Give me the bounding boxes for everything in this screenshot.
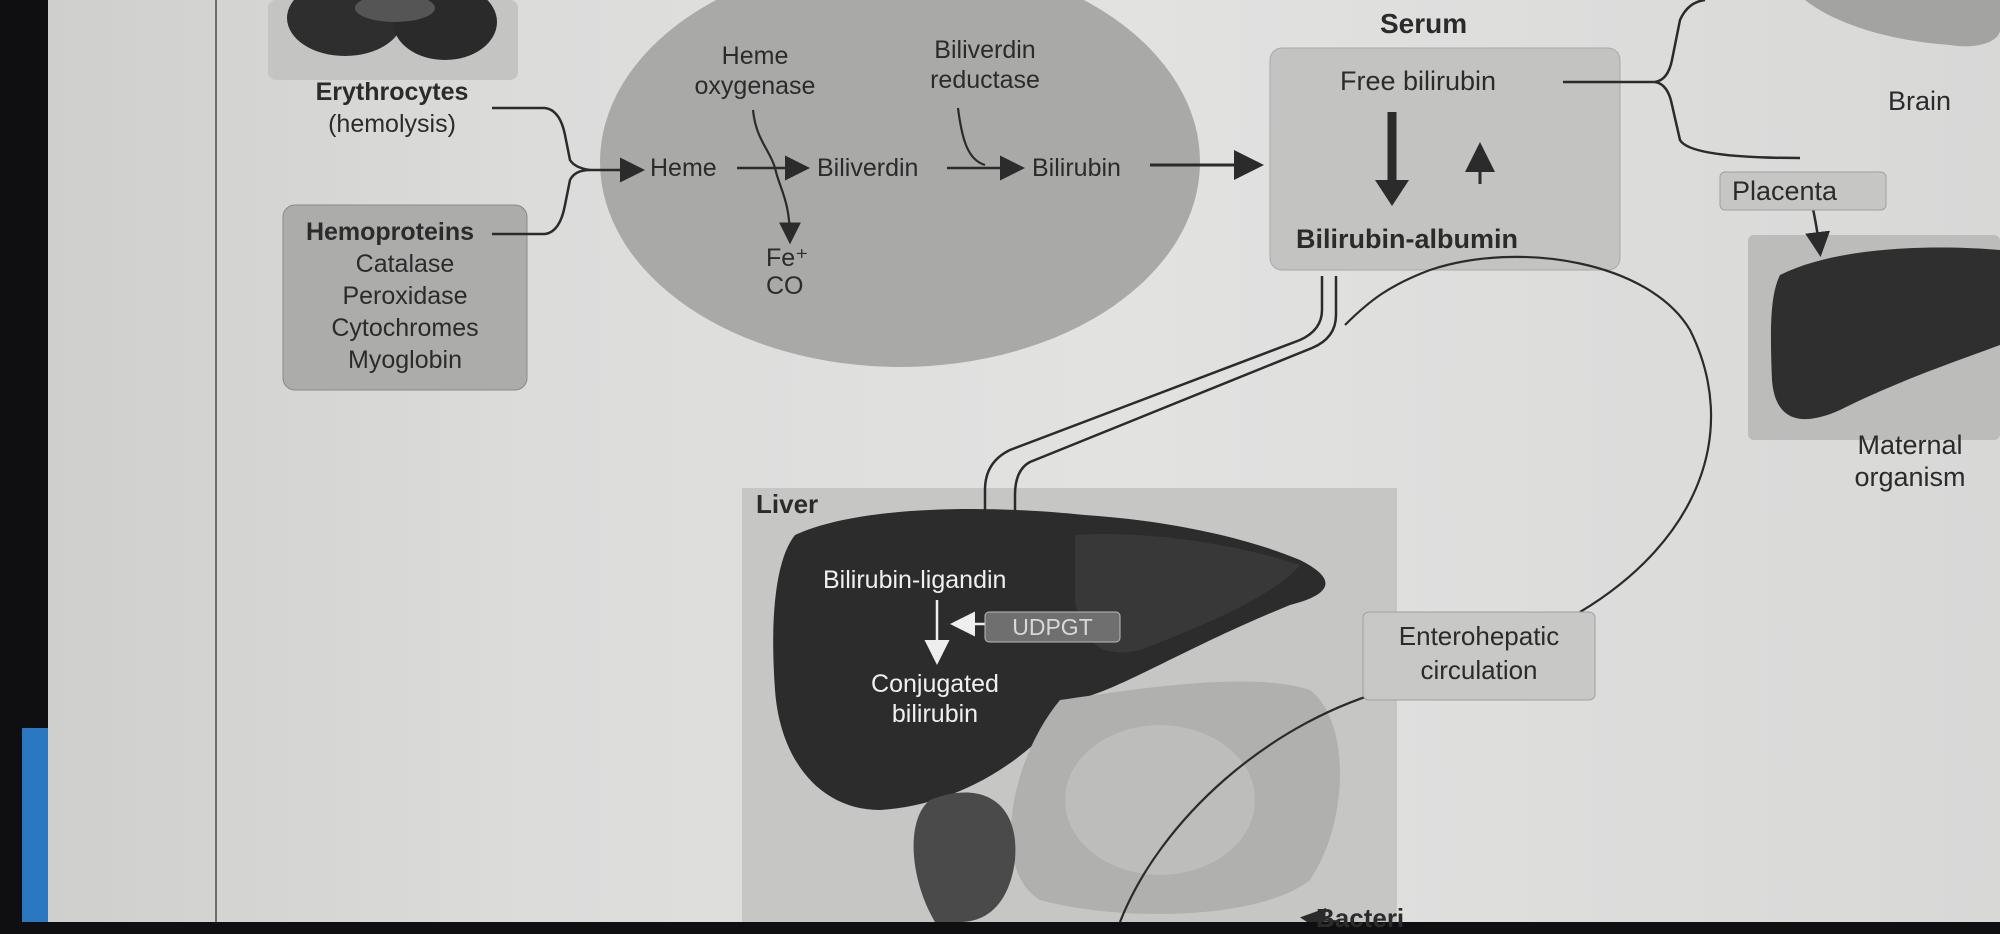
maternal-liver-image: [1748, 235, 2000, 440]
serum-title: Serum: [1380, 8, 1468, 39]
brain-label: Brain: [1888, 86, 1952, 116]
blue-binder-tab: [22, 728, 48, 922]
enterohepatic-box: [1362, 611, 1596, 701]
erythrocyte-image: [268, 0, 518, 80]
maternal-label-1: Maternal: [1857, 430, 1963, 460]
conjugated-label-1: Conjugated: [871, 670, 999, 698]
conjugated-label-2: bilirubin: [891, 700, 979, 728]
hemoproteins-title: Hemoproteins: [305, 218, 475, 246]
heme-oxygenase-label-2: oxygenase: [694, 72, 816, 100]
placenta-box: [1719, 171, 1887, 211]
hemoprotein-item: Peroxidase: [342, 282, 468, 310]
heme-label: Heme: [650, 154, 717, 182]
hemoprotein-item: Myoglobin: [348, 346, 462, 374]
udpgt-box: [984, 611, 1121, 643]
liver-image: [773, 509, 1340, 922]
co-label: CO: [766, 272, 804, 300]
biliverdin-reductase-label-1: Biliverdin: [934, 36, 1036, 64]
bacteria-cutoff-label: Bacteri: [1316, 903, 1405, 933]
brain-image: [1805, 0, 2000, 47]
biliverdin-reductase-label-2: reductase: [930, 66, 1040, 94]
enterohepatic-label-2: circulation: [1420, 655, 1538, 685]
hemoprotein-item: Catalase: [355, 250, 455, 278]
serum-box: [1269, 47, 1621, 271]
liver-title: Liver: [756, 489, 819, 519]
cell-ellipse: [600, 0, 1200, 367]
bilirubin-ligandin-label: Bilirubin-ligandin: [823, 566, 1007, 594]
bilirubin-label: Bilirubin: [1032, 154, 1121, 182]
hemolysis-label: (hemolysis): [328, 110, 456, 138]
hemoproteins-box: [282, 204, 528, 391]
enterohepatic-label-1: Enterohepatic: [1398, 621, 1560, 651]
heme-oxygenase-label-1: Heme: [721, 42, 789, 70]
erythrocytes-label: Erythrocytes: [315, 78, 469, 106]
free-bilirubin-label: Free bilirubin: [1340, 66, 1497, 96]
fe-label: Fe⁺: [766, 244, 809, 272]
page-margin-line: [215, 0, 217, 922]
biliverdin-label: Biliverdin: [817, 154, 919, 182]
udpgt-label: UDPGT: [1012, 614, 1093, 640]
hemoprotein-item: Cytochromes: [331, 314, 479, 342]
maternal-label-2: organism: [1854, 462, 1966, 492]
bilirubin-albumin-label: Bilirubin-albumin: [1296, 224, 1518, 254]
placenta-label: Placenta: [1732, 176, 1838, 206]
